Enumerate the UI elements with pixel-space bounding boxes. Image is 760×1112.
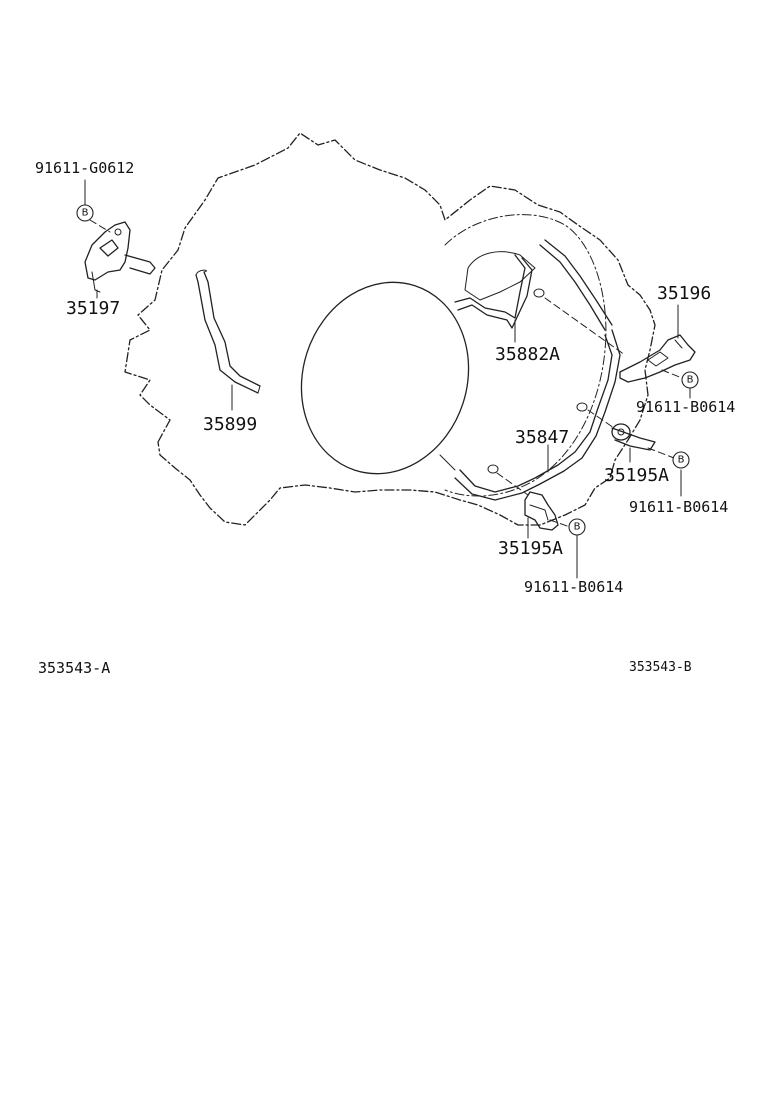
transmission-housing-outline — [124, 132, 656, 526]
housing-circular-opening — [300, 281, 470, 475]
alignment-line-35195a-bottom-bolt — [549, 519, 571, 528]
tube-35882a — [454, 239, 613, 331]
label-35882a: 35882A — [495, 344, 560, 365]
label-91611-b0614-b: 91611-B0614 — [629, 498, 728, 516]
clamp-35196 — [619, 334, 696, 383]
bolt-symbol-g0612: B — [76, 204, 94, 222]
label-91611-b0614-a: 91611-B0614 — [636, 398, 735, 416]
label-35899: 35899 — [203, 414, 257, 435]
label-91611-g0612: 91611-G0612 — [35, 159, 134, 177]
clamp-35195a-bottom — [524, 491, 559, 531]
alignment-line-35195a-bottom — [496, 472, 529, 496]
alignment-line-35197 — [89, 219, 111, 233]
label-35195a-right: 35195A — [604, 465, 669, 486]
ref-code-left: 353543-A — [38, 659, 110, 677]
alignment-line-35195a-right — [587, 409, 615, 429]
housing-boss-lower — [487, 464, 499, 474]
alignment-line-35196-bolt — [661, 369, 683, 379]
ref-code-right: 353543-B — [629, 660, 692, 675]
clamp-35195a-right — [611, 423, 656, 451]
alignment-line-35196 — [544, 297, 626, 356]
label-91611-b0614-c: 91611-B0614 — [524, 578, 623, 596]
housing-bracket-sketch — [464, 251, 536, 301]
housing-boss-middle — [576, 402, 588, 412]
label-35196: 35196 — [657, 283, 711, 304]
svg-text:B: B — [687, 375, 694, 386]
alignment-line-35195a-right-bolt — [647, 447, 675, 459]
tube-35899 — [195, 269, 261, 394]
bolt-symbol-b0614-b: B — [672, 451, 690, 469]
bolt-symbol-b0614-c: B — [568, 518, 586, 536]
label-35847: 35847 — [515, 427, 569, 448]
svg-text:B: B — [574, 522, 581, 533]
clamp-35197 — [84, 221, 156, 293]
housing-boss-upper — [533, 288, 545, 298]
label-35197: 35197 — [66, 298, 120, 319]
svg-text:B: B — [678, 455, 685, 466]
bolt-symbol-b0614-a: B — [681, 371, 699, 389]
tube-35847 — [439, 329, 621, 501]
svg-text:B: B — [82, 208, 89, 219]
label-35195a-bottom: 35195A — [498, 538, 563, 559]
